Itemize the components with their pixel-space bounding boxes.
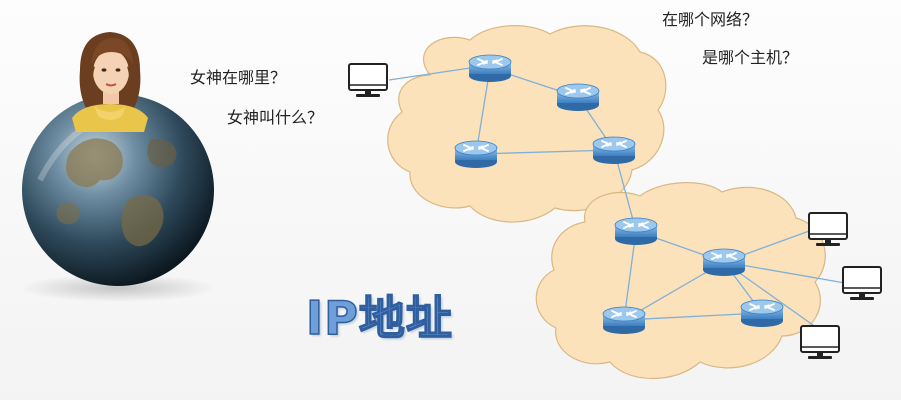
- router-icon: [592, 136, 636, 164]
- question-network: 在哪个网络？: [662, 10, 759, 29]
- computer-monitor-icon: [800, 325, 840, 359]
- computer-monitor-icon: [348, 63, 388, 97]
- router-icon: [602, 306, 646, 334]
- router-icon: [740, 299, 784, 327]
- question-name: 女神叫什么？: [227, 108, 324, 127]
- network-cloud-2: [535, 182, 826, 379]
- computer-monitor-icon: [842, 266, 882, 300]
- computer-monitor-icon: [808, 212, 848, 246]
- globe-icon: [22, 94, 214, 286]
- question-host: 是哪个主机？: [702, 48, 799, 67]
- router-icon: [454, 140, 498, 168]
- router-icon: [468, 54, 512, 82]
- woman-avatar-icon: [72, 32, 148, 132]
- router-icon: [702, 248, 746, 276]
- routers: [454, 54, 784, 334]
- page-title: IP地址: [305, 290, 453, 346]
- question-where: 女神在哪里？: [190, 68, 287, 87]
- router-icon: [556, 83, 600, 111]
- computers: [348, 63, 882, 359]
- globe-shadow: [20, 274, 216, 302]
- network-cloud-1: [387, 25, 667, 223]
- router-icon: [614, 217, 658, 245]
